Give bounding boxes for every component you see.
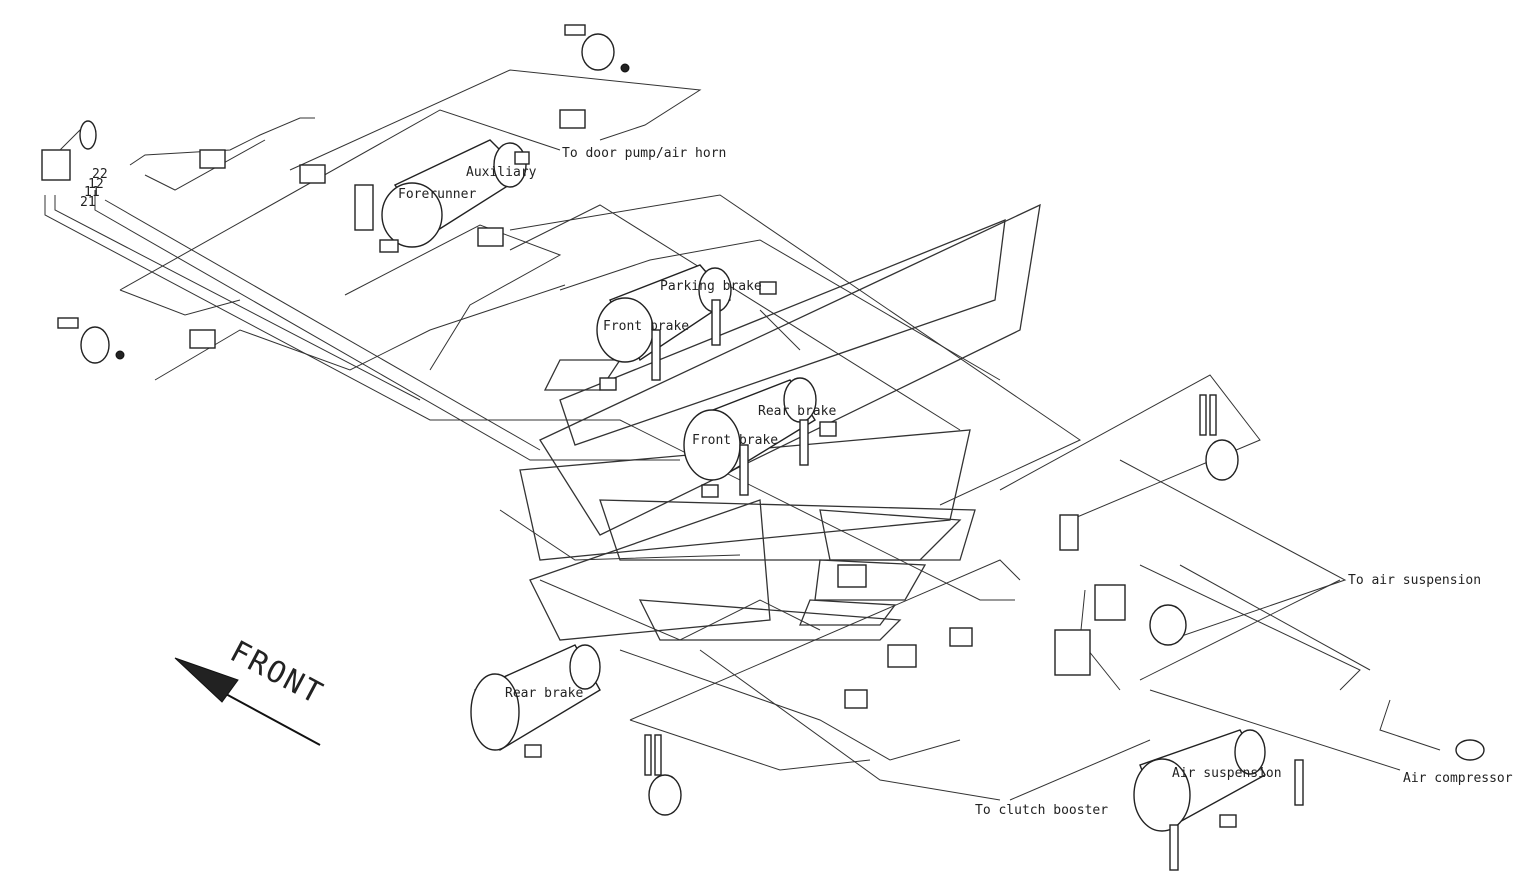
port-number: 11 <box>84 185 100 200</box>
tank-label-parking-brake: Parking brake <box>660 279 762 294</box>
tank-label-rear-brake: Rear brake <box>758 404 836 419</box>
air-dryer-unit <box>1054 584 1187 676</box>
label-to-clutch-booster: To clutch booster <box>975 803 1108 818</box>
front-label: FRONT <box>224 634 329 712</box>
label-to-air-suspension: To air suspension <box>1348 573 1481 588</box>
label-air-compressor: Air compressor <box>1403 771 1513 786</box>
tank-forerunner-auxiliary <box>354 139 530 253</box>
valve-cluster-middle <box>837 564 973 709</box>
spring-brake-chamber-right <box>1199 394 1239 481</box>
tank-label-air-suspension: Air suspension <box>1172 766 1282 781</box>
label-door-pump: To door pump/air horn <box>562 146 726 161</box>
front-arrow: FRONT <box>174 634 329 746</box>
tank-rear-brake-lower <box>470 644 601 758</box>
tank-label-front-brake: Front brake <box>692 433 778 448</box>
tank-label-front-brake: Front brake <box>603 319 689 334</box>
tank-label-auxiliary: Auxiliary <box>466 165 537 180</box>
brake-chamber-left <box>57 317 125 364</box>
tank-rear-front-brake <box>683 377 837 498</box>
tank-air-suspension <box>1133 729 1304 871</box>
pipe-network <box>44 69 1441 801</box>
port-number: 12 <box>88 177 104 192</box>
watermark-logo <box>519 203 1041 641</box>
valve-cluster-top <box>189 109 586 349</box>
filter-right <box>1059 514 1079 551</box>
hand-brake-valve <box>41 120 97 181</box>
tank-parking-front-brake <box>596 264 777 391</box>
tank-label-rear-brake: Rear brake <box>505 686 583 701</box>
spring-brake-chamber-bottom <box>644 734 682 816</box>
tank-label-forerunner: Forerunner <box>398 187 476 202</box>
air-compressor <box>1455 739 1485 761</box>
brake-chamber-top <box>564 24 630 73</box>
port-number: 21 <box>80 195 96 210</box>
port-number: 22 <box>92 167 108 182</box>
